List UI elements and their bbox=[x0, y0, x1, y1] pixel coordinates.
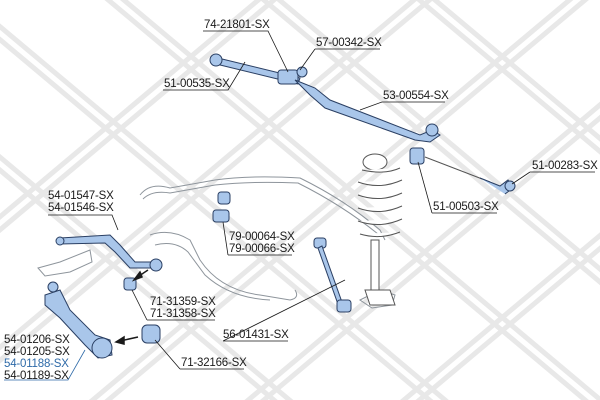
stabilizer-link bbox=[313, 237, 352, 313]
label-group-lower-arm: 54-01206-SX 54-01205-SX 54-01188-SX 54-0… bbox=[4, 334, 70, 382]
label-54-01205[interactable]: 54-01205-SX bbox=[4, 346, 70, 358]
label-71-32166[interactable]: 71-32166-SX bbox=[181, 357, 247, 369]
label-56-01431[interactable]: 56-01431-SX bbox=[223, 329, 289, 341]
lower-control-arm bbox=[44, 281, 161, 359]
label-51-00503[interactable]: 51-00503-SX bbox=[433, 201, 499, 213]
label-54-01546[interactable]: 54-01546-SX bbox=[48, 202, 114, 214]
center-link bbox=[294, 79, 441, 143]
label-group-upper-arm: 54-01547-SX 54-01546-SX bbox=[48, 190, 114, 214]
tie-rod-right bbox=[409, 147, 516, 195]
assembly-arrows bbox=[114, 269, 149, 345]
tie-rod-left bbox=[209, 53, 308, 85]
label-51-00535[interactable]: 51-00535-SX bbox=[164, 78, 230, 90]
leader-line-highlight bbox=[4, 349, 86, 381]
label-54-01547[interactable]: 54-01547-SX bbox=[48, 190, 114, 202]
label-57-00342[interactable]: 57-00342-SX bbox=[316, 37, 382, 49]
label-53-00554[interactable]: 53-00554-SX bbox=[383, 90, 449, 102]
upper-control-arm bbox=[55, 234, 163, 291]
label-74-21801[interactable]: 74-21801-SX bbox=[204, 19, 270, 31]
label-71-31359[interactable]: 71-31359-SX bbox=[150, 296, 216, 308]
label-51-00283[interactable]: 51-00283-SX bbox=[532, 160, 598, 172]
label-54-01189[interactable]: 54-01189-SX bbox=[4, 370, 69, 382]
stabilizer-bushings bbox=[212, 191, 231, 223]
label-71-31358[interactable]: 71-31358-SX bbox=[150, 308, 216, 320]
strut-spring bbox=[357, 153, 403, 306]
label-79-00066[interactable]: 79-00066-SX bbox=[229, 243, 295, 255]
label-group-bushings: 79-00064-SX 79-00066-SX bbox=[229, 231, 295, 255]
label-group-arm-bushing: 71-31359-SX 71-31358-SX bbox=[150, 296, 216, 320]
label-54-01188-highlighted[interactable]: 54-01188-SX bbox=[4, 358, 69, 370]
leader-lines bbox=[48, 30, 595, 370]
label-54-01206[interactable]: 54-01206-SX bbox=[4, 334, 70, 346]
label-79-00064[interactable]: 79-00064-SX bbox=[229, 231, 295, 243]
